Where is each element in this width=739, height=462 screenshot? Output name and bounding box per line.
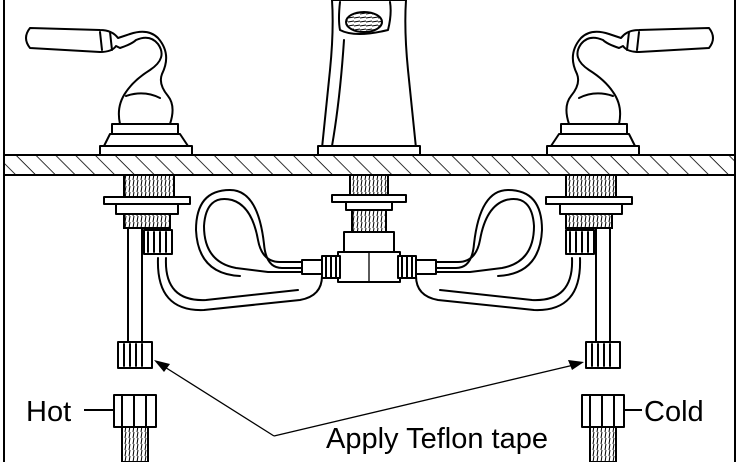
teflon-arrow-left bbox=[154, 360, 275, 437]
right-handle-icon bbox=[546, 27, 714, 156]
teflon-tape-label: Apply Teflon tape bbox=[326, 423, 548, 455]
hose-coil-icon-right bbox=[415, 189, 582, 312]
countertop bbox=[3, 154, 736, 176]
spout-shank bbox=[331, 174, 407, 233]
tee-fitting-icon bbox=[301, 231, 437, 283]
hot-label: Hot bbox=[26, 396, 71, 428]
cold-label: Cold bbox=[644, 396, 704, 428]
hot-stop-valve bbox=[113, 394, 157, 462]
hose-coil-icon bbox=[156, 189, 323, 312]
right-valve-body bbox=[545, 174, 633, 255]
teflon-arrow-right bbox=[273, 360, 584, 437]
left-handle-icon bbox=[25, 27, 193, 156]
supply-line-icon bbox=[117, 227, 153, 369]
supply-line-icon-right bbox=[585, 227, 621, 369]
left-valve-body bbox=[103, 174, 191, 255]
cold-stop-valve bbox=[581, 394, 625, 462]
spout-icon bbox=[317, 0, 421, 156]
